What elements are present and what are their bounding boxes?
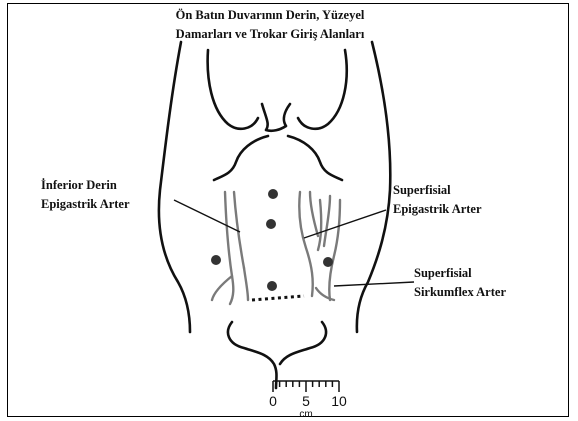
left-costal-margin <box>214 136 268 180</box>
xiphoid <box>262 104 290 131</box>
left-groin <box>228 322 277 388</box>
right-breast <box>298 50 347 129</box>
leader-superficial-circumflex <box>334 282 414 286</box>
leader-inferior <box>174 200 240 232</box>
scale-tick-5: 5 <box>302 393 310 409</box>
right-vessel-b <box>324 196 330 246</box>
leader-superficial-epigastric <box>304 210 386 238</box>
scale-tick-0: 0 <box>269 393 277 409</box>
right-costal-margin <box>288 136 342 180</box>
scale-bar: 0 5 10 cm <box>269 381 347 420</box>
trocar-site-umbilical <box>266 219 276 229</box>
trocar-sites <box>211 189 333 291</box>
scale-tick-10: 10 <box>331 393 347 409</box>
label-inferior-line-2: Epigastrik Arter <box>41 197 130 211</box>
left-circumflex <box>212 276 232 300</box>
right-circumflex <box>329 200 340 300</box>
scale-unit: cm <box>299 409 312 420</box>
trocar-site-left-lower <box>211 255 221 265</box>
label-inferior-line-1: İnferior Derin <box>41 178 117 192</box>
label-superficial-epigastric-line-2: Epigastrik Arter <box>393 202 482 216</box>
left-breast <box>208 50 258 129</box>
torso-outline <box>159 42 390 388</box>
label-superficial-circumflex-line-2: Sirkumflex Arter <box>414 285 506 299</box>
trocar-site-suprapubic <box>267 281 277 291</box>
label-superficial-epigastric-line-1: Superfisial <box>393 183 451 197</box>
right-vessel-a <box>318 200 321 250</box>
left-deep-epigastric-lower <box>244 268 248 300</box>
label-superficial-circumflex-line-1: Superfisial <box>414 266 472 280</box>
right-flank <box>357 42 390 332</box>
left-flank <box>159 42 190 332</box>
title-line-2: Damarları ve Trokar Giriş Alanları <box>176 27 365 41</box>
title-line-1: Ön Batın Duvarının Derin, Yüzeyel <box>176 8 365 22</box>
right-groin <box>280 322 326 364</box>
left-deep-epigastric <box>225 192 233 304</box>
right-superficial-epigastric-branch <box>310 192 318 236</box>
pfannenstiel-incision-line <box>252 296 304 300</box>
scale-bar-ruler <box>273 381 339 392</box>
leader-lines <box>174 200 414 286</box>
trocar-site-right-lower <box>323 257 333 267</box>
trocar-site-umbilical-top <box>268 189 278 199</box>
right-circumflex-join <box>316 288 334 300</box>
